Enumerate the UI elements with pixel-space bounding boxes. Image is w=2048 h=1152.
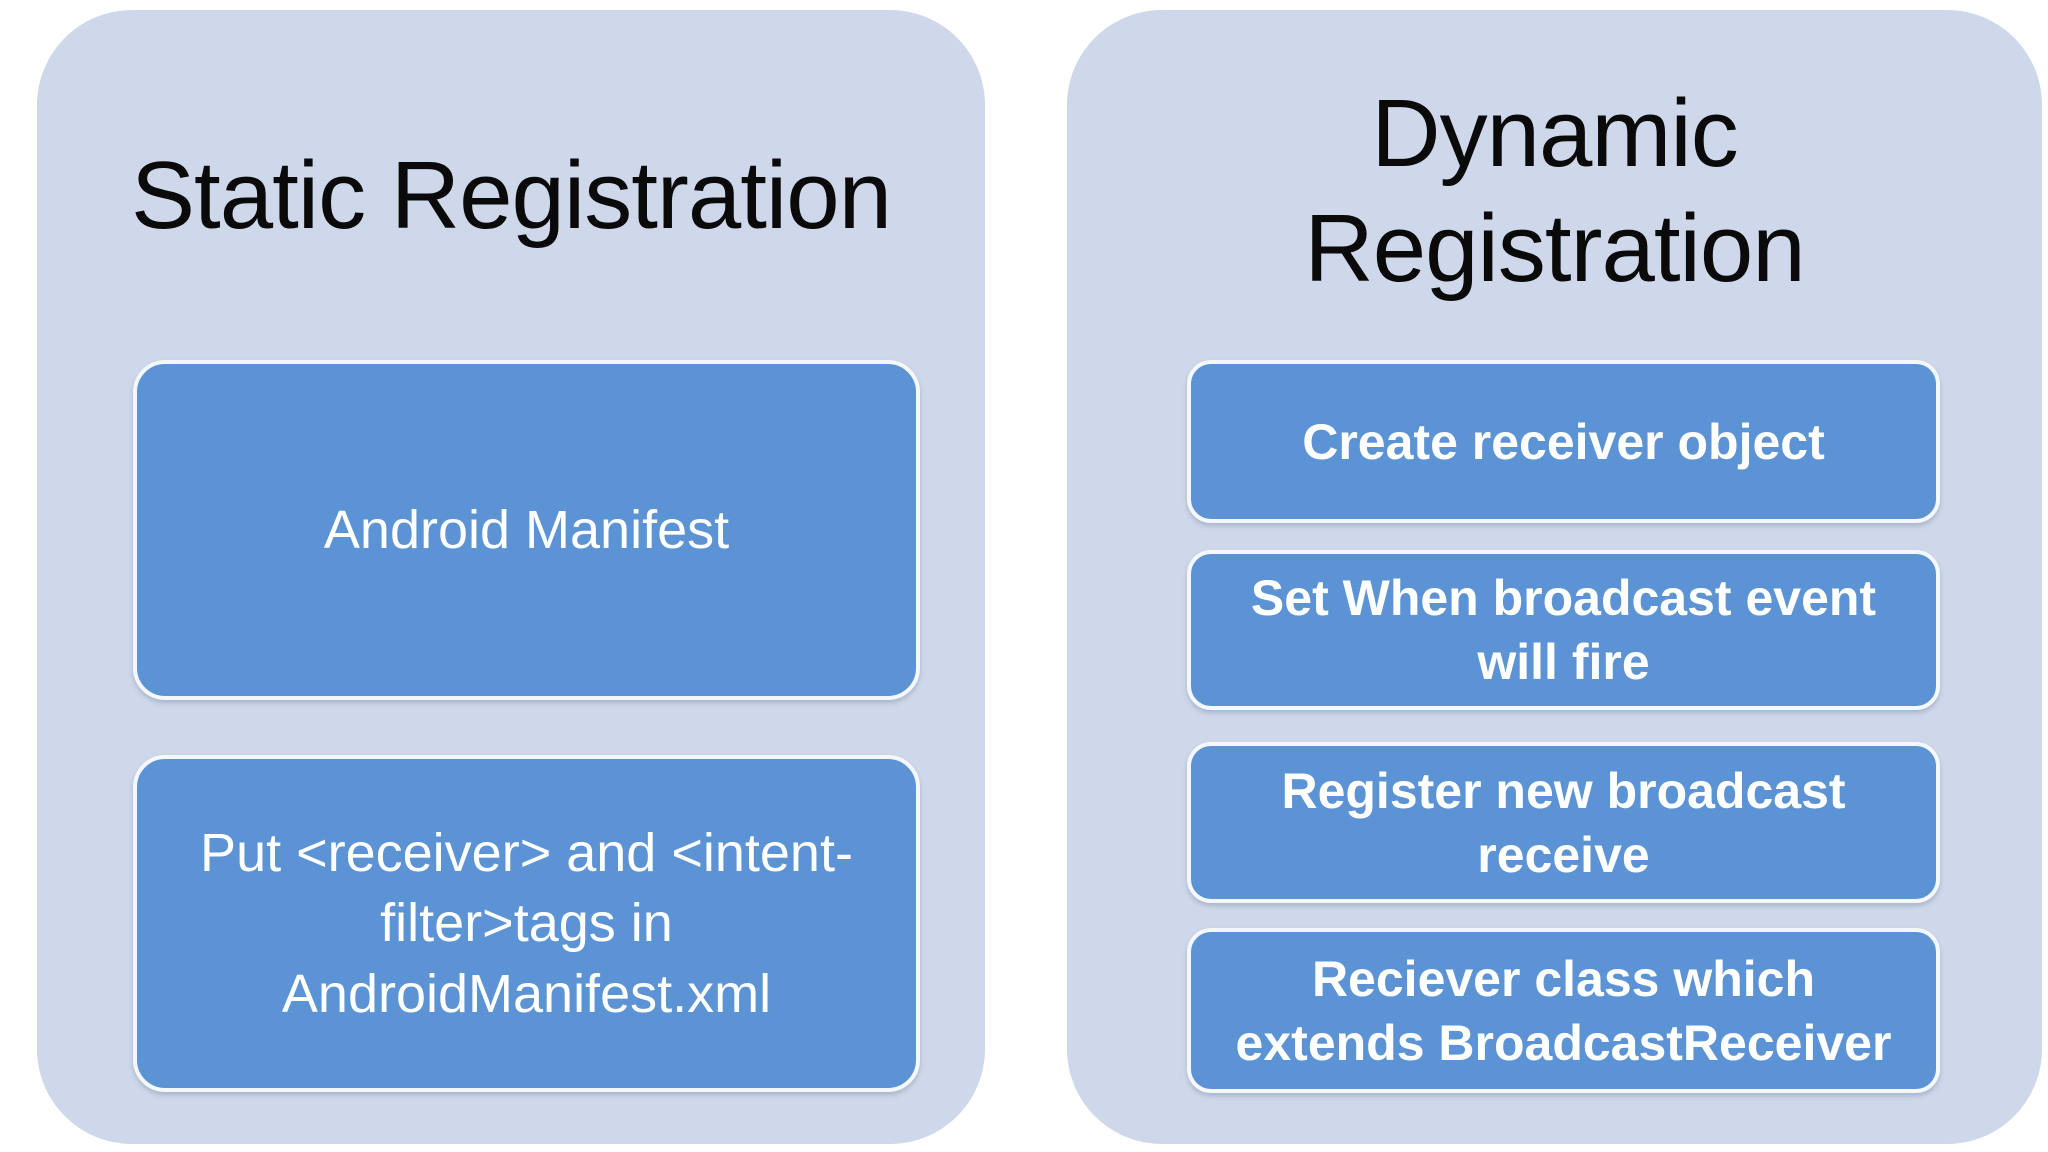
node-register-broadcast-receiver: Register new broadcast receive [1187,742,1940,903]
node-manifest-tags-label: Put <receiver> and <intent- filter>tags … [200,823,853,1024]
node-android-manifest: Android Manifest [133,360,920,700]
node-set-broadcast-event-label: Set When broadcast event will fire [1250,570,1877,690]
dynamic-registration-title: Dynamic Registration [1304,80,1805,303]
static-registration-title: Static Registration [130,142,892,249]
node-register-broadcast-receiver-label: Register new broadcast receive [1281,762,1846,883]
node-receiver-class-extends-label: Reciever class which extends BroadcastRe… [1235,950,1892,1071]
node-manifest-tags: Put <receiver> and <intent- filter>tags … [133,755,920,1092]
node-receiver-class-extends: Reciever class which extends BroadcastRe… [1187,928,1940,1093]
panel-static-registration: Static Registration Android Manifest Put… [37,10,985,1144]
node-create-receiver-object: Create receiver object [1187,360,1940,523]
node-android-manifest-label: Android Manifest [323,499,730,560]
panel-dynamic-registration: Dynamic Registration Create receiver obj… [1067,10,2042,1144]
node-set-broadcast-event: Set When broadcast event will fire [1187,550,1940,710]
node-create-receiver-object-label: Create receiver object [1302,413,1825,470]
